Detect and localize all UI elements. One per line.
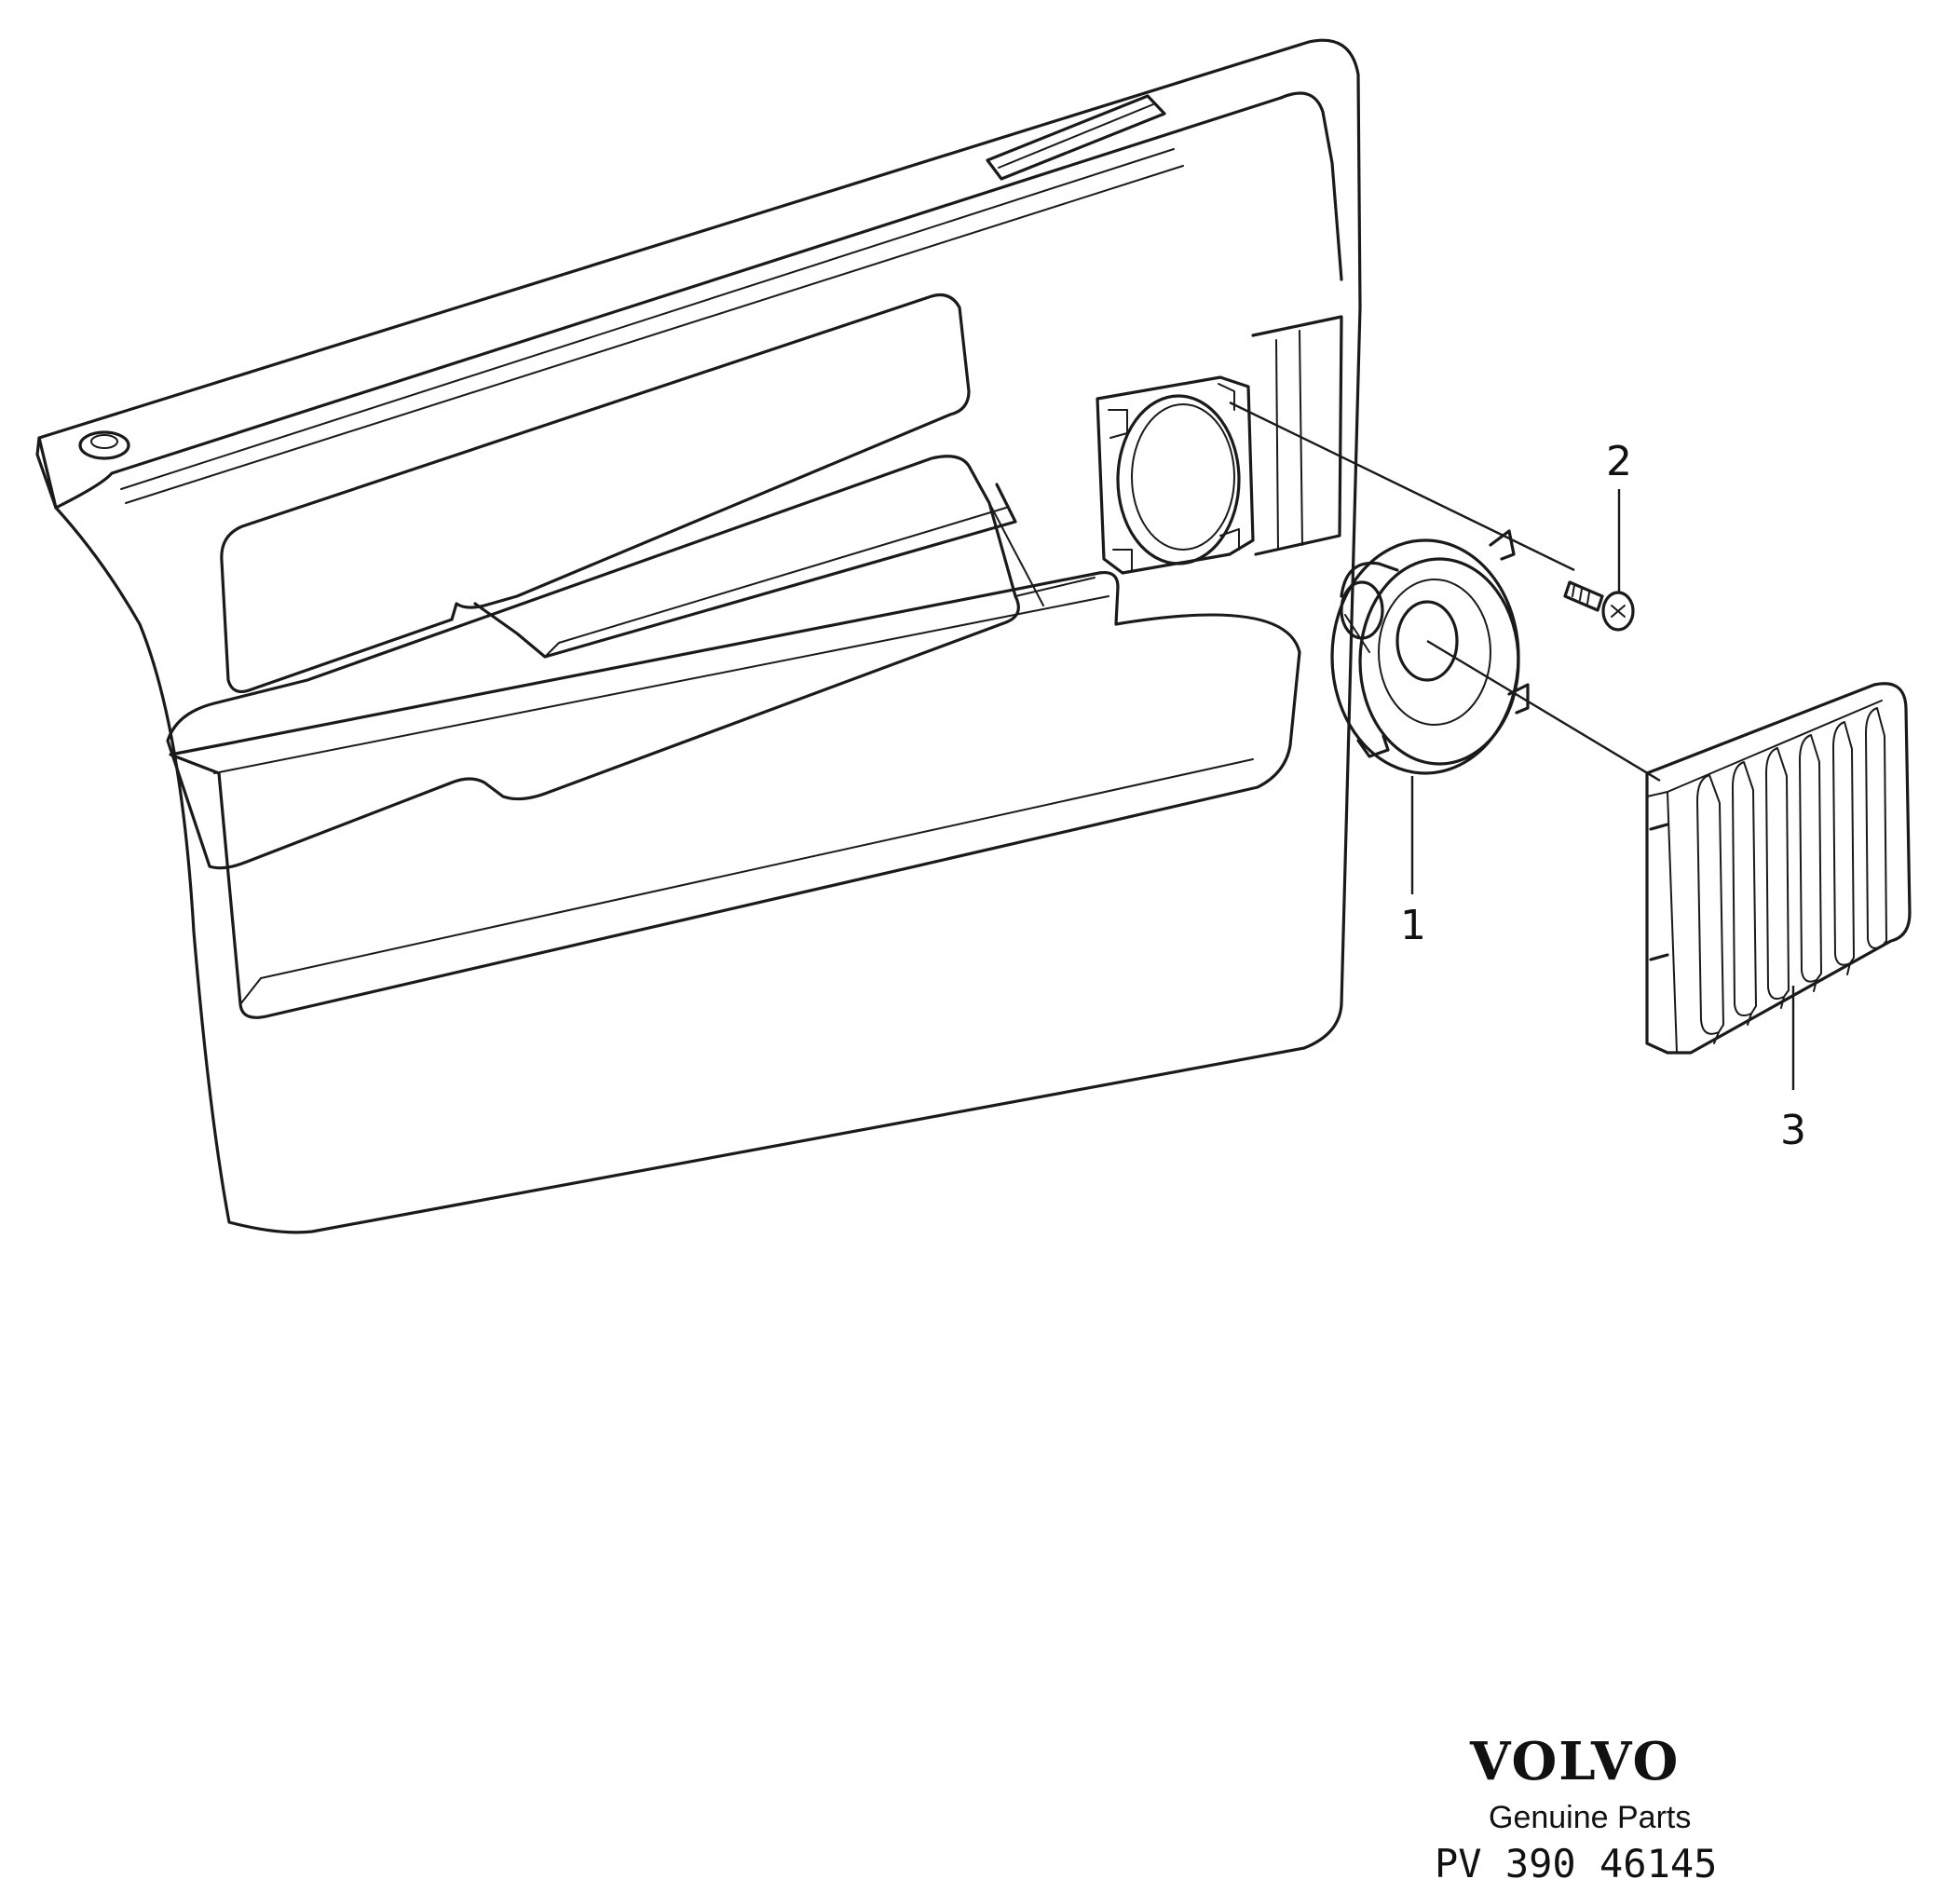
callout-3-number: 3 [1780, 1107, 1806, 1154]
brand-logo: VOLVO [1469, 1731, 1680, 1792]
armrest-recess [220, 293, 971, 693]
map-pocket [169, 570, 1301, 1019]
top-slot [986, 94, 1166, 181]
speaker-grille-part [1645, 682, 1912, 1055]
drawing-code: PV 390 46145 [1435, 1841, 1717, 1886]
speaker-recess [1096, 315, 1343, 575]
door-panel-outline [35, 38, 1362, 1234]
callout-1-number: 1 [1400, 902, 1426, 949]
door-panel [35, 38, 1362, 1234]
lock-knob-icon [78, 430, 130, 460]
brand-subtitle: Genuine Parts [1489, 1800, 1691, 1835]
speaker-part [1330, 529, 1530, 775]
screw-part [1563, 580, 1635, 632]
armrest [166, 455, 1020, 870]
callout-2-number: 2 [1606, 438, 1632, 485]
